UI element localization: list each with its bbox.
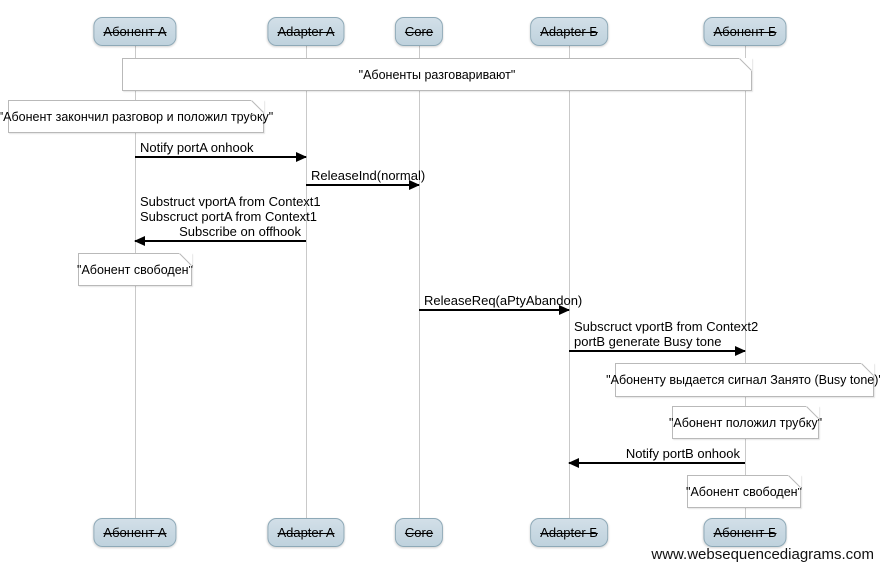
participant-label: Adapter A <box>277 24 335 39</box>
note-text: "Абоненту выдается сигнал Занято (Busy t… <box>606 373 880 387</box>
message-label-line: Subscruct vportB from Context2 <box>574 319 759 334</box>
participant-top-abonent-a: Абонент А <box>93 17 177 46</box>
arrow-line <box>135 156 306 158</box>
arrowhead-right-icon <box>409 180 420 190</box>
arrow-line <box>419 309 569 311</box>
message-label: Subscruct vportB from Context2 portB gen… <box>574 319 759 349</box>
participant-bottom-adapter-b: Adapter Б <box>530 518 608 547</box>
participant-bottom-abonent-a: Абонент А <box>93 518 177 547</box>
arrow-line <box>306 184 419 186</box>
arrowhead-right-icon <box>559 305 570 315</box>
arrow-line <box>569 462 745 464</box>
participant-label: Абонент Б <box>713 24 777 39</box>
note-subscriber-a-free: "Абонент свободен" <box>77 253 193 286</box>
participant-top-core: Core <box>394 17 444 46</box>
note-subscribers-talking: "Абоненты разговаривают" <box>122 58 752 91</box>
note-text: "Абонент положил трубку" <box>668 415 823 430</box>
arrowhead-right-icon <box>735 346 746 356</box>
note-subscriber-b-hung-up: "Абонент положил трубку" <box>668 406 823 439</box>
arrowhead-right-icon <box>296 152 307 162</box>
note-text: "Абонент свободен" <box>77 262 193 277</box>
lifeline-adapter-b <box>569 46 570 518</box>
participant-top-abonent-b: Абонент Б <box>703 17 787 46</box>
message-label-line: Subscruct portA from Context1 <box>140 209 318 224</box>
message-label: Substruct vportA from Context1 Subscruct… <box>140 194 321 239</box>
message-releaseind-normal: ReleaseInd(normal) <box>306 167 426 190</box>
participant-bottom-core: Core <box>394 518 444 547</box>
message-label-line: Subscribe on offhook <box>179 224 301 239</box>
participant-top-adapter-a: Adapter A <box>267 17 345 46</box>
lifeline-core <box>419 46 420 518</box>
note-text: "Абонент свободен" <box>686 484 802 499</box>
lifeline-abonent-b <box>745 46 746 518</box>
participant-bottom-adapter-a: Adapter A <box>267 518 345 547</box>
participant-top-adapter-b: Adapter Б <box>530 17 608 46</box>
participant-bottom-abonent-b: Абонент Б <box>703 518 787 547</box>
message-label: Notify portA onhook <box>140 140 254 155</box>
message-label-line: Substruct vportA from Context1 <box>140 194 321 209</box>
note-busy-tone: "Абоненту выдается сигнал Занято (Busy t… <box>606 363 880 397</box>
participant-label: Adapter Б <box>540 525 598 540</box>
note-text: "Абонент закончил разговор и положил тру… <box>0 109 274 124</box>
note-text: "Абоненты разговаривают" <box>358 67 516 82</box>
participant-label: Абонент Б <box>713 525 777 540</box>
participant-label: Абонент А <box>103 525 167 540</box>
participant-label: Core <box>404 24 434 39</box>
watermark-websequencediagrams: www.websequencediagrams.com <box>651 546 874 563</box>
message-notify-portb-onhook: Notify portB onhook <box>568 445 745 468</box>
message-label: ReleaseInd(normal) <box>311 168 426 183</box>
arrowhead-left-icon <box>134 236 145 246</box>
participant-label: Adapter A <box>277 525 335 540</box>
message-label-line: portB generate Busy tone <box>574 334 722 349</box>
message-notify-porta-onhook: Notify portA onhook <box>135 139 307 162</box>
arrowhead-left-icon <box>568 458 579 468</box>
note-subscriber-a-hung-up: "Абонент закончил разговор и положил тру… <box>0 100 273 133</box>
arrow-line <box>135 240 306 242</box>
note-subscriber-b-free: "Абонент свободен" <box>686 475 802 508</box>
participant-label: Core <box>404 525 434 540</box>
message-substruct-vporta: Substruct vportA from Context1 Subscruct… <box>134 194 321 246</box>
message-label: ReleaseReq(aPtyAbandon) <box>424 293 583 308</box>
message-subscruct-vportb: Subscruct vportB from Context2 portB gen… <box>569 316 759 356</box>
message-label: Notify portB onhook <box>625 446 740 461</box>
participant-label: Абонент А <box>103 24 167 39</box>
participant-label: Adapter Б <box>540 24 598 39</box>
message-releasereq: ReleaseReq(aPtyAbandon) <box>419 292 583 315</box>
lifeline-adapter-a <box>306 46 307 518</box>
arrow-line <box>569 350 745 352</box>
